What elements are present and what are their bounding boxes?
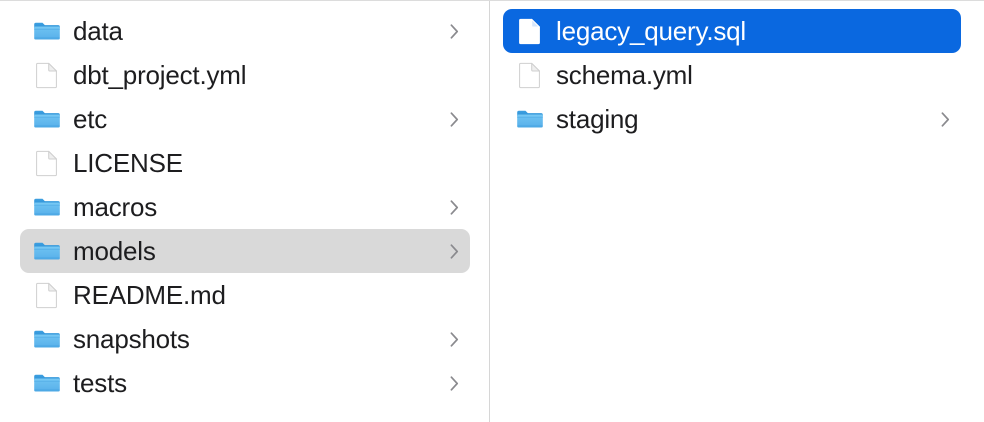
chevron-right-icon[interactable]	[939, 110, 951, 128]
file-icon	[515, 16, 545, 46]
item-label: README.md	[73, 280, 226, 310]
chevron-right-icon[interactable]	[448, 198, 460, 216]
file-row[interactable]: LICENSE	[20, 141, 470, 185]
folder-row[interactable]: snapshots	[20, 317, 470, 361]
file-icon	[32, 148, 62, 178]
item-label: legacy_query.sql	[556, 16, 746, 46]
file-icon	[32, 60, 62, 90]
item-label: etc	[73, 104, 108, 134]
item-label: dbt_project.yml	[73, 60, 247, 90]
file-icon	[32, 280, 62, 310]
folder-icon	[32, 104, 62, 134]
chevron-right-icon[interactable]	[448, 110, 460, 128]
file-row[interactable]: legacy_query.sql	[503, 9, 961, 53]
chevron-right-icon[interactable]	[448, 242, 460, 260]
folder-row[interactable]: staging	[503, 97, 961, 141]
file-row[interactable]: README.md	[20, 273, 470, 317]
item-label: data	[73, 16, 123, 46]
column-child[interactable]: legacy_query.sql schema.yml staging	[490, 1, 983, 422]
item-label: macros	[73, 192, 158, 222]
folder-icon	[32, 236, 62, 266]
chevron-right-icon[interactable]	[448, 22, 460, 40]
file-row[interactable]: schema.yml	[503, 53, 961, 97]
folder-icon	[32, 324, 62, 354]
item-label: models	[73, 236, 156, 266]
file-row[interactable]: dbt_project.yml	[20, 53, 470, 97]
folder-icon	[32, 16, 62, 46]
item-label: snapshots	[73, 324, 190, 354]
folder-row[interactable]: macros	[20, 185, 470, 229]
file-icon	[515, 60, 545, 90]
chevron-right-icon[interactable]	[448, 330, 460, 348]
folder-icon	[32, 192, 62, 222]
chevron-right-icon[interactable]	[448, 374, 460, 392]
folder-icon	[32, 368, 62, 398]
item-label: tests	[73, 368, 127, 398]
folder-row[interactable]: models	[20, 229, 470, 273]
folder-row[interactable]: tests	[20, 361, 470, 405]
folder-icon	[515, 104, 545, 134]
folder-row[interactable]: etc	[20, 97, 470, 141]
item-label: schema.yml	[556, 60, 693, 90]
folder-row[interactable]: data	[20, 9, 470, 53]
item-label: LICENSE	[73, 148, 183, 178]
item-label: staging	[556, 104, 639, 134]
